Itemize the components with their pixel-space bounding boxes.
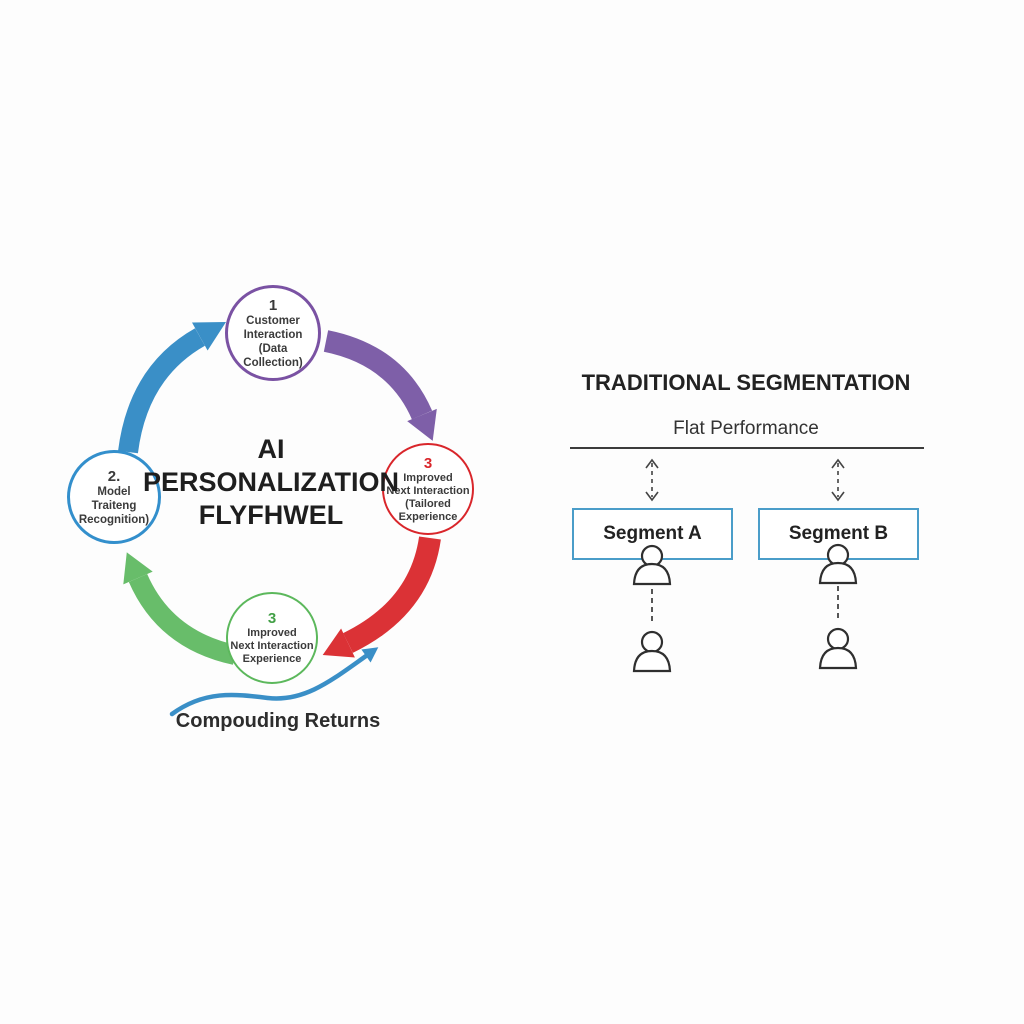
node-number: 3 — [423, 454, 433, 472]
flywheel-title: AI PERSONALIZATION FLYFHWEL — [136, 433, 406, 532]
node-line: Traiteng — [91, 499, 137, 512]
arrow-green — [123, 552, 238, 665]
node-number: 1 — [268, 296, 278, 314]
node-line: Next Interaction — [230, 640, 314, 652]
flywheel-title-line: PERSONALIZATION — [143, 467, 399, 497]
flywheel-title-line: AI — [257, 434, 285, 464]
dashed-double-arrow — [645, 458, 659, 502]
node-line: Customer — [246, 314, 300, 327]
flywheel-node-model-training: 2. Model Traiteng Recognition) — [67, 450, 161, 544]
node-line: Model — [97, 485, 131, 498]
node-line: Experience — [398, 510, 458, 523]
person-icon — [632, 630, 672, 673]
node-number: 2. — [107, 467, 121, 485]
node-number: 3 — [267, 610, 277, 627]
flywheel-node-improved-next-interaction: 3 Improved Next Interaction Experience — [226, 592, 318, 684]
segment-a-box: Segment A — [572, 508, 733, 560]
flywheel-title-line: FLYFHWEL — [198, 500, 344, 530]
flywheel-node-improved-next-interaction-tailored: 3 Improved Next Interaction (Tailored Ex… — [382, 443, 474, 535]
flywheel-node-customer-interaction: 1 Customer Interaction (Data Collection) — [225, 285, 321, 381]
node-line: (Data Collection) — [243, 342, 303, 369]
flat-performance-label: Flat Performance — [673, 418, 819, 439]
node-line: Improved — [403, 471, 453, 484]
node-line: Next Interaction — [386, 484, 470, 497]
dashed-double-arrow — [831, 458, 845, 502]
person-icon — [818, 627, 858, 670]
compounding-returns-label: Compouding Returns — [175, 710, 381, 732]
segmentation-title: TRADITIONAL SEGMENTATION — [581, 370, 911, 395]
arrow-red — [322, 536, 441, 658]
segment-a-label: Segment A — [603, 523, 702, 544]
node-line: (Tailored — [405, 497, 451, 510]
arrow-purple — [323, 330, 437, 441]
node-line: Experience — [242, 653, 302, 665]
node-line: Interaction — [243, 328, 303, 341]
node-line: Recognition) — [78, 513, 150, 526]
segment-b-box: Segment B — [758, 508, 919, 560]
performance-line — [570, 447, 924, 449]
segment-b-label: Segment B — [788, 523, 889, 544]
node-line: Improved — [247, 627, 297, 639]
